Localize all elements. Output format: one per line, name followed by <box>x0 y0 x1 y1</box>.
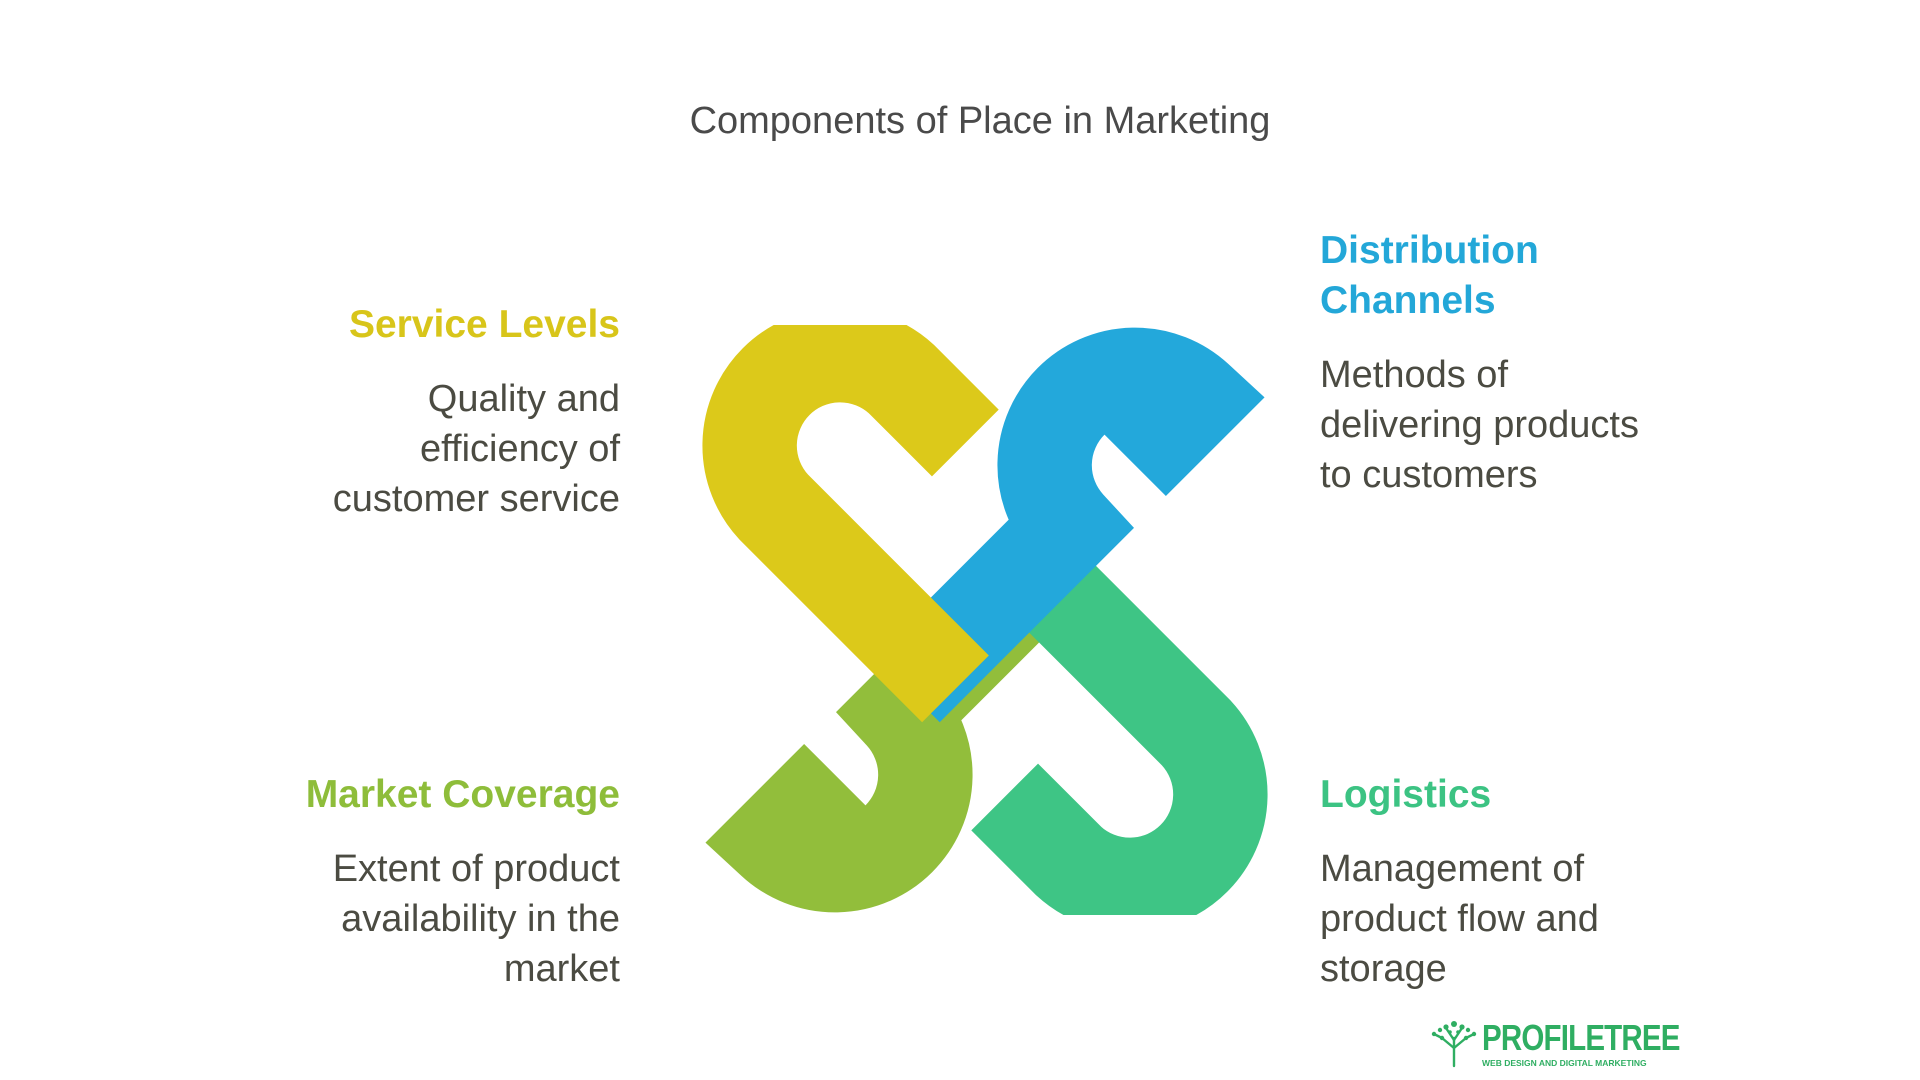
interlocking-knot-graphic <box>702 325 1268 915</box>
tree-icon <box>1431 1021 1477 1068</box>
service-levels-block: Service Levels Quality and efficiency of… <box>260 300 620 524</box>
market-coverage-heading: Market Coverage <box>305 773 620 816</box>
service-levels-link <box>702 325 999 723</box>
service-levels-heading: Service Levels <box>348 303 620 346</box>
market-coverage-description: Extent of product availability in the ma… <box>332 848 620 990</box>
logistics-block: Logistics Management of product flow and… <box>1320 770 1660 994</box>
distribution-channels-heading: Distribution Channels <box>1320 226 1640 326</box>
logo-wordmark: PROFILETREE <box>1482 1017 1680 1058</box>
logistics-description: Management of product flow and storage <box>1320 848 1599 990</box>
logistics-link <box>971 517 1268 915</box>
logo-tagline: WEB DESIGN AND DIGITAL MARKETING <box>1482 1058 1647 1068</box>
market-coverage-link <box>705 517 1098 913</box>
logistics-heading: Logistics <box>1320 773 1492 816</box>
diagram-title: Components of Place in Marketing <box>689 100 1271 142</box>
market-coverage-block: Market Coverage Extent of product availa… <box>260 770 620 994</box>
distribution-channels-link <box>872 327 1265 723</box>
distribution-channels-heading-line1: Distribution <box>1320 229 1539 272</box>
distribution-channels-description: Methods of delivering products to custom… <box>1320 354 1639 496</box>
profiletree-logo: PROFILETREE WEB DESIGN AND DIGITAL MARKE… <box>1430 1018 1680 1070</box>
distribution-channels-block: Distribution Channels Methods of deliver… <box>1320 226 1640 500</box>
service-levels-description: Quality and efficiency of customer servi… <box>332 378 620 520</box>
distribution-channels-heading-line2: Channels <box>1320 279 1496 322</box>
